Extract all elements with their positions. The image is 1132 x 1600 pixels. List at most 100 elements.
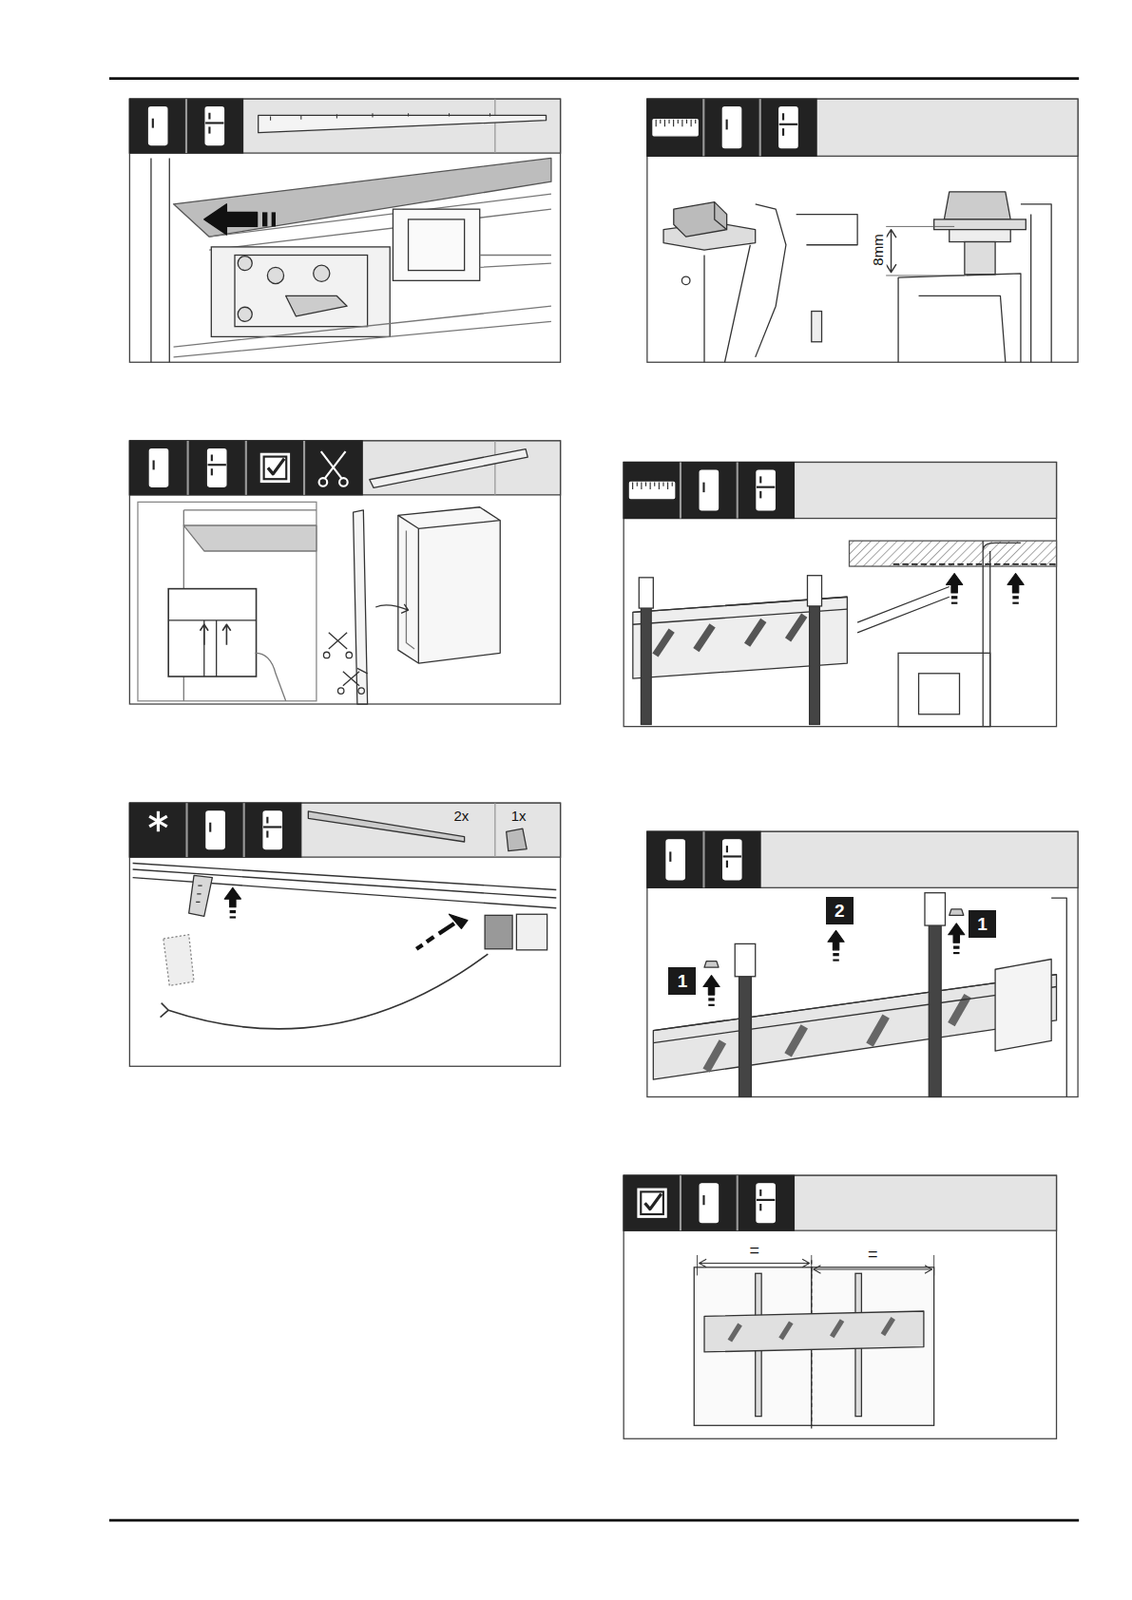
icon-divider bbox=[759, 98, 762, 156]
plate-slot bbox=[831, 1321, 843, 1338]
plate-slot bbox=[729, 1324, 741, 1342]
icon-divider bbox=[679, 461, 682, 519]
lift-arrow bbox=[951, 595, 958, 599]
check-icon bbox=[640, 1191, 664, 1215]
lift-arrow bbox=[703, 976, 720, 996]
detail-arrow bbox=[199, 624, 231, 645]
plate-slot bbox=[747, 620, 764, 646]
appliance-icon bbox=[723, 840, 742, 881]
scissors-icon bbox=[325, 451, 346, 479]
appliance-icon bbox=[263, 825, 282, 828]
appliance-icon bbox=[211, 454, 213, 461]
lift-arrow bbox=[708, 1004, 714, 1007]
appliance-icon bbox=[153, 460, 155, 470]
quantity-label: 2x bbox=[451, 808, 471, 826]
icon-band bbox=[129, 803, 301, 858]
scissors-symbol bbox=[328, 633, 347, 650]
cabinet-box bbox=[398, 515, 500, 664]
ruler-icon bbox=[686, 119, 688, 124]
quantity-label: 1x bbox=[509, 808, 529, 826]
panel-frame bbox=[647, 831, 1078, 1097]
rod bbox=[928, 898, 941, 1097]
cabinet-interior bbox=[137, 501, 317, 701]
appliance-icon bbox=[209, 823, 212, 833]
push-arrow bbox=[204, 204, 258, 235]
appliance-icon bbox=[266, 817, 269, 825]
bracket bbox=[704, 245, 750, 364]
bracket bbox=[796, 214, 858, 246]
plate-slot bbox=[706, 1041, 723, 1071]
icon-divider bbox=[679, 1175, 682, 1231]
push-arrow bbox=[262, 211, 268, 227]
appliance-icon bbox=[263, 811, 282, 850]
rod-clip bbox=[806, 575, 822, 607]
callout-number: 2 bbox=[825, 897, 854, 925]
appliance-icon bbox=[666, 840, 685, 881]
appliance-icon bbox=[208, 126, 211, 134]
cabinet-line bbox=[479, 254, 552, 268]
ruler-icon bbox=[652, 119, 698, 136]
mounting-plate bbox=[704, 1311, 924, 1353]
rod-clip bbox=[734, 943, 755, 977]
screw bbox=[237, 306, 252, 322]
move-arrow bbox=[168, 954, 488, 1030]
plate-slot bbox=[869, 1016, 886, 1046]
icon-divider bbox=[702, 831, 705, 888]
panel-header bbox=[129, 441, 560, 496]
hole bbox=[681, 276, 691, 286]
end-cap-ghost bbox=[163, 935, 194, 987]
insert-arrow bbox=[224, 887, 241, 907]
bolt-washer bbox=[934, 219, 1027, 231]
ruler-icon bbox=[681, 119, 683, 128]
lift-arrow bbox=[953, 952, 960, 955]
lift-arrow bbox=[948, 923, 965, 943]
panel-header bbox=[129, 803, 560, 858]
bolt-head bbox=[714, 202, 728, 231]
rod-clip bbox=[638, 577, 653, 609]
icon-band bbox=[647, 831, 761, 888]
appliance-icon bbox=[726, 845, 729, 853]
appliance-icon bbox=[205, 121, 224, 124]
move-arrow bbox=[160, 1003, 170, 1018]
trim-part bbox=[270, 113, 491, 121]
plate-slot bbox=[787, 1026, 805, 1056]
panel-frame bbox=[129, 803, 560, 1067]
callout-number: 1 bbox=[968, 910, 997, 939]
dimension-line bbox=[885, 230, 897, 273]
lift-arrow bbox=[946, 574, 963, 594]
panel-frame bbox=[129, 441, 560, 705]
header-divider bbox=[494, 98, 496, 154]
check-icon bbox=[637, 1189, 667, 1218]
ruler-icon bbox=[662, 481, 664, 486]
nut bbox=[704, 961, 719, 968]
appliance-icon bbox=[723, 855, 742, 858]
check-icon bbox=[260, 453, 289, 482]
appliance-icon bbox=[702, 482, 705, 493]
equal-mark: = bbox=[865, 1246, 881, 1266]
header-divider bbox=[494, 441, 496, 496]
screw bbox=[267, 267, 284, 284]
panel-header bbox=[129, 98, 560, 154]
hinge-box bbox=[919, 673, 960, 715]
detail-inset bbox=[168, 620, 256, 677]
bolt-head bbox=[673, 202, 728, 238]
callout-text: 2 bbox=[834, 901, 845, 921]
callout-number: 1 bbox=[668, 967, 696, 996]
appliance-icon bbox=[211, 468, 213, 476]
appliance-icon bbox=[699, 470, 718, 511]
appliance-icon bbox=[782, 128, 785, 136]
ruler-icon bbox=[632, 481, 634, 490]
fitting bbox=[516, 914, 547, 951]
lift-arrow bbox=[832, 953, 839, 957]
ruler-icon bbox=[690, 119, 692, 128]
page-rule bbox=[109, 1519, 1079, 1523]
callout-text: 1 bbox=[677, 972, 689, 991]
icon-divider bbox=[245, 441, 248, 496]
cabinet-box bbox=[398, 507, 500, 664]
appliance-icon bbox=[208, 449, 227, 488]
appliance-icon bbox=[759, 1189, 762, 1197]
shelf bbox=[183, 525, 317, 552]
asterisk-icon bbox=[149, 816, 168, 827]
push-arrow bbox=[271, 211, 276, 227]
